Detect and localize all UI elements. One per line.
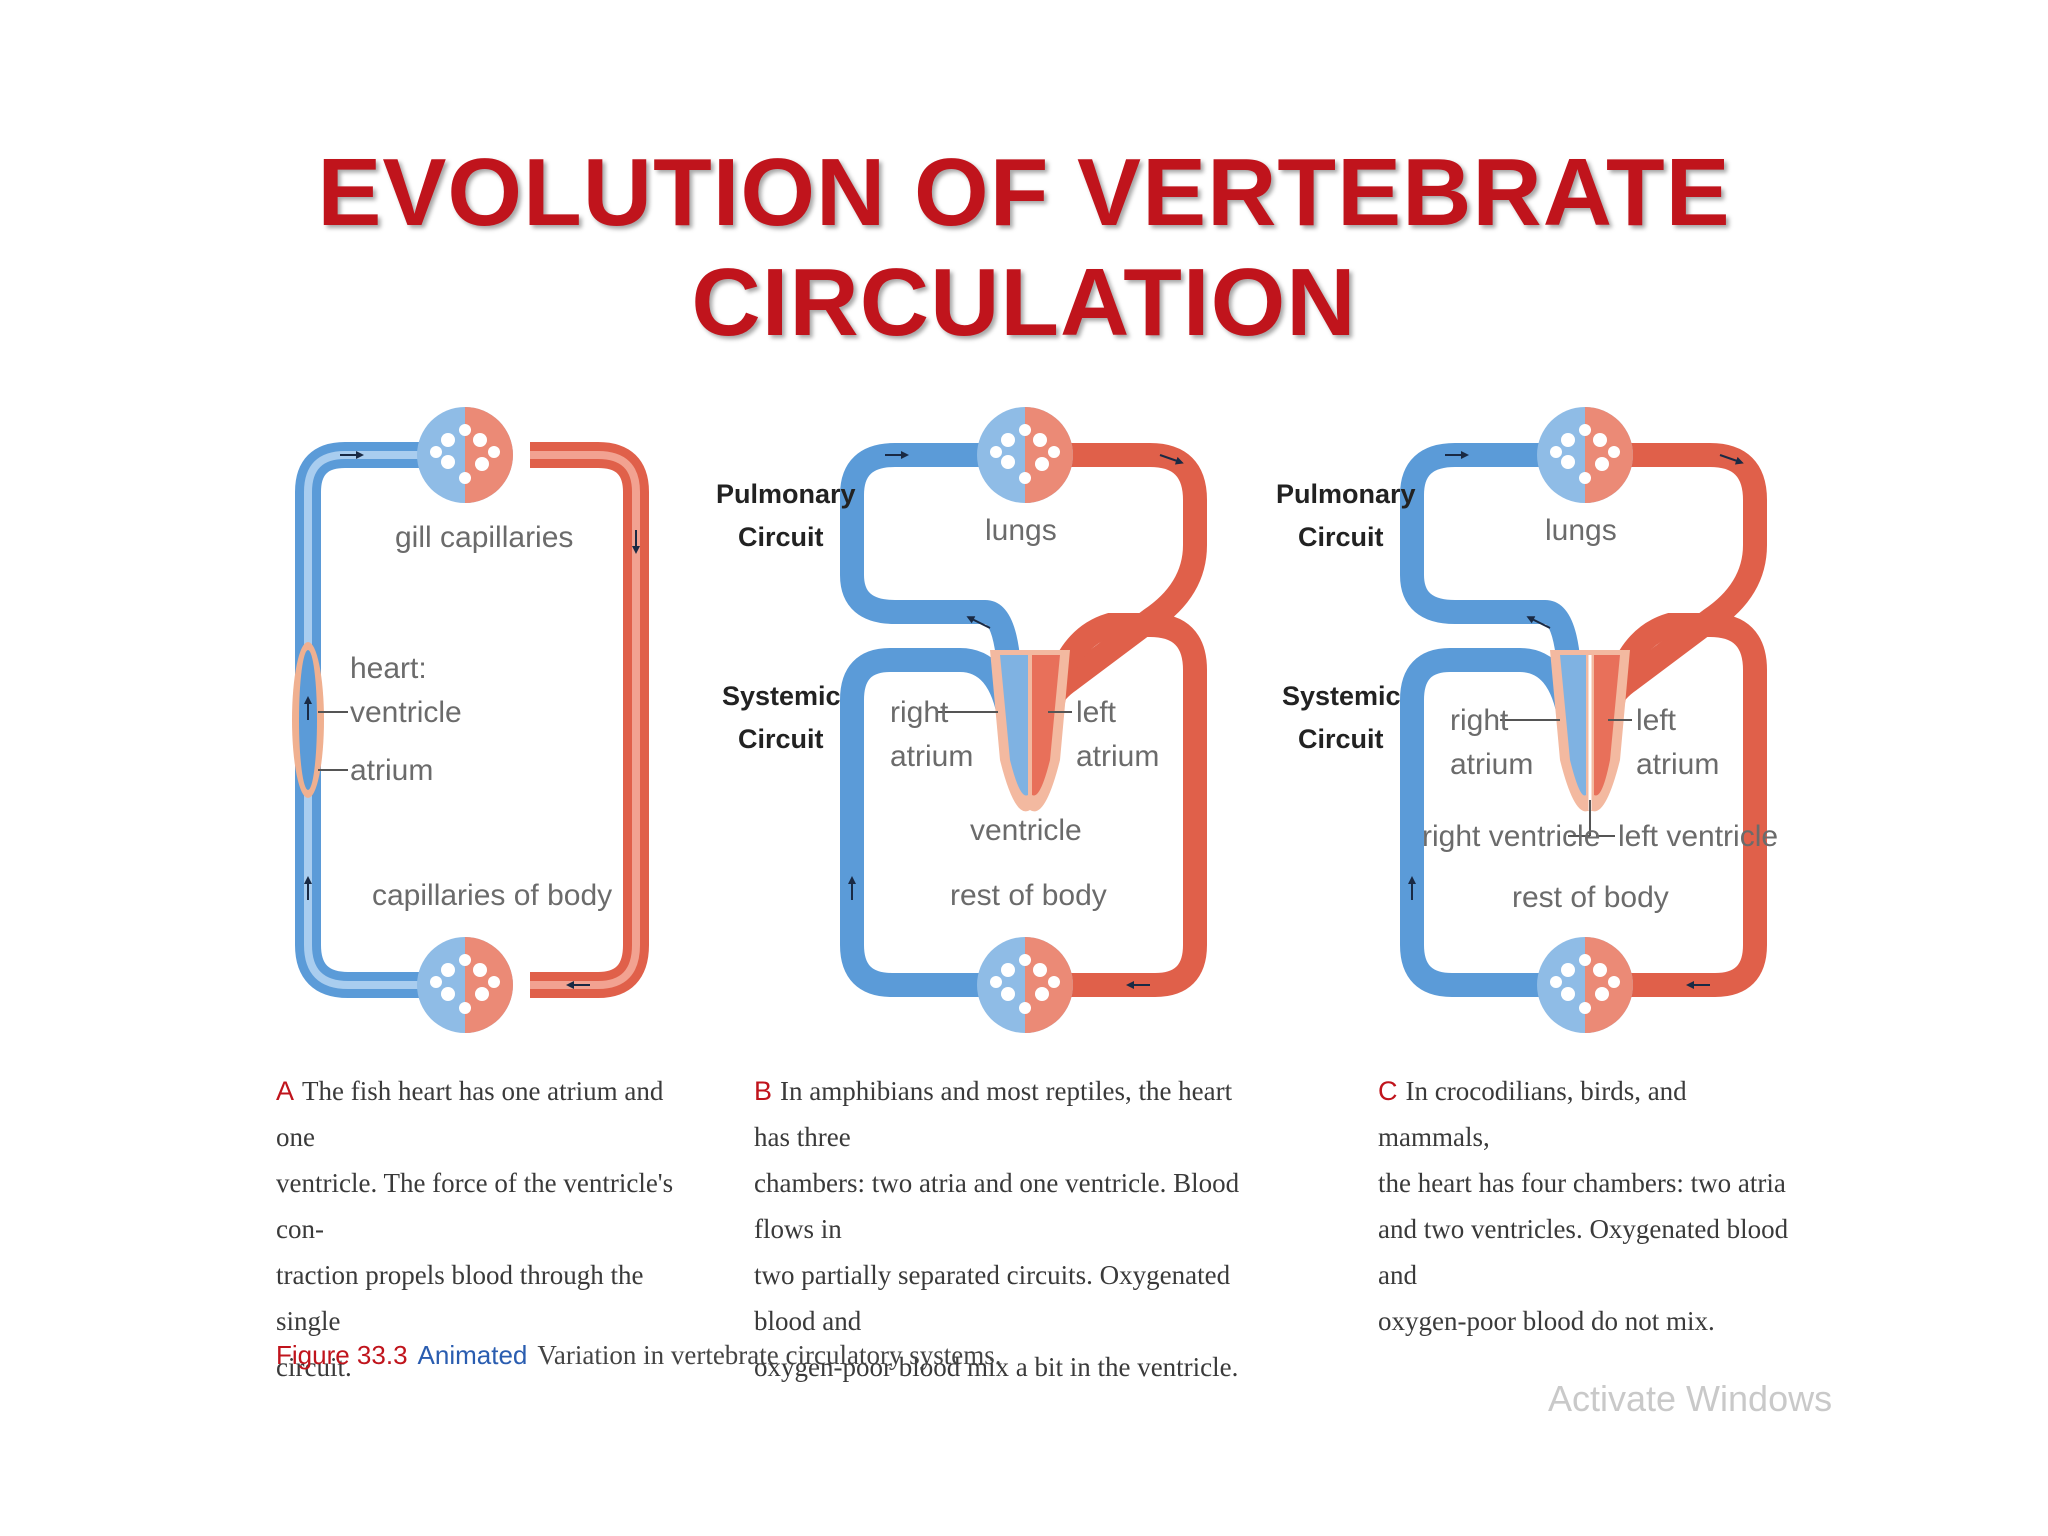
panel-b-lung-capillary-bed: [977, 407, 1073, 503]
animated-link[interactable]: Animated: [417, 1340, 528, 1370]
panel-c-pulmonary-oxygen-poor-vessel: [1400, 443, 1582, 701]
caption-line: oxygen-poor blood mix a bit in the ventr…: [754, 1352, 1239, 1382]
panel-b-systemic-circuit-label: Circuit: [738, 724, 824, 754]
panel-a-caption-letter: A: [276, 1076, 295, 1106]
caption-line: the heart has four chambers: two atria: [1378, 1168, 1786, 1198]
panel-c-systemic-circuit-label: Circuit: [1298, 724, 1384, 754]
caption-line: circuit.: [276, 1352, 352, 1382]
atrium-label: atrium: [350, 754, 433, 787]
figure-description: Variation in vertebrate circulatory syst…: [537, 1340, 1002, 1370]
panel-a-diagram: gill capillaries heart: ventricle atrium…: [292, 407, 649, 1033]
caption-line: chambers: two atria and one ventricle. B…: [754, 1168, 1240, 1244]
caption-line: ventricle. The force of the ventricle's …: [276, 1168, 674, 1244]
caption-line: The fish heart has one atrium and one: [276, 1076, 664, 1152]
figure-number: Figure 33.3: [276, 1340, 408, 1370]
ventricle-label: ventricle: [350, 696, 462, 729]
panel-c-pulmonary-label: Pulmonary: [1276, 479, 1416, 509]
panel-c-left-atrium-label: left: [1636, 704, 1677, 737]
panel-b-systemic-oxygenated-vessel: [1038, 613, 1207, 997]
heart-label: heart:: [350, 652, 427, 685]
panel-c-systemic-label: Systemic: [1282, 681, 1401, 711]
caption-line: oxygen-poor blood do not mix.: [1378, 1306, 1715, 1336]
caption-line: In amphibians and most reptiles, the hea…: [754, 1076, 1233, 1152]
panel-c-right-ventricle-label: right ventricle: [1422, 820, 1600, 853]
caption-line: and two ventricles. Oxygenated blood and: [1378, 1214, 1789, 1290]
panel-b-caption-letter: B: [754, 1076, 773, 1106]
panel-b-flow-arrow: [1159, 454, 1184, 465]
activate-windows-watermark: Activate Windows: [1548, 1378, 1833, 1419]
panel-b-pulmonary-circuit-label: Circuit: [738, 522, 824, 552]
panel-c-left-atrium-label-2: atrium: [1636, 748, 1719, 781]
panel-c-right-atrium-label-2: atrium: [1450, 748, 1533, 781]
gill-capillaries-label: gill capillaries: [395, 521, 573, 554]
panel-b-left-atrium-label-2: atrium: [1076, 740, 1159, 773]
panel-c-lungs-label: lungs: [1545, 514, 1617, 547]
panel-c-rest-of-body-label: rest of body: [1512, 881, 1669, 914]
panel-c-systemic-oxygen-poor-vessel: [1400, 648, 1582, 997]
panel-a-gill-capillary-bed: [417, 407, 513, 503]
panel-c-flow-arrow: [1719, 454, 1744, 465]
capillaries-of-body-label: capillaries of body: [372, 879, 612, 912]
panel-a-body-capillary-bed: [417, 937, 513, 1033]
panel-b-pulmonary-oxygen-poor-vessel: [840, 443, 1022, 701]
caption-line: In crocodilians, birds, and mammals,: [1378, 1076, 1687, 1152]
panel-c-pulmonary-circuit-label: Circuit: [1298, 522, 1384, 552]
panel-b-body-capillary-bed: [977, 937, 1073, 1033]
panel-b-systemic-oxygen-poor-vessel: [840, 648, 1022, 997]
panel-b-pulmonary-label: Pulmonary: [716, 479, 856, 509]
panel-b-systemic-label: Systemic: [722, 681, 841, 711]
panel-b-ventricle-label: ventricle: [970, 814, 1082, 847]
panel-b-flow-arrow: [966, 616, 991, 629]
panel-b-diagram: Pulmonary Circuit Systemic Circuit lungs…: [716, 407, 1207, 1033]
panel-b-right-atrium-label-2: atrium: [890, 740, 973, 773]
panel-c-body-capillary-bed: [1537, 937, 1633, 1033]
panel-c-systemic-oxygenated-vessel: [1598, 613, 1767, 997]
slide-title: EVOLUTION OF VERTEBRATE CIRCULATION: [317, 139, 1731, 356]
panel-b-right-atrium-label: right: [890, 696, 949, 729]
panel-c-caption-letter: C: [1378, 1076, 1398, 1106]
panel-b-lungs-label: lungs: [985, 514, 1057, 547]
panel-c-lung-capillary-bed: [1537, 407, 1633, 503]
panel-c-diagram: Pulmonary Circuit Systemic Circuit lungs…: [1276, 407, 1778, 1033]
panel-c-left-ventricle-label: left ventricle: [1618, 820, 1778, 853]
figure-caption: Figure 33.3 Animated Variation in vertebra…: [276, 1340, 1001, 1371]
caption-line: two partially separated circuits. Oxygen…: [754, 1260, 1231, 1336]
caption-line: traction propels blood through the singl…: [276, 1260, 644, 1336]
panel-c-flow-arrow: [1526, 616, 1551, 629]
panel-c-right-atrium-label: right: [1450, 704, 1509, 737]
panel-b-left-atrium-label: left: [1076, 696, 1117, 729]
panel-b-rest-of-body-label: rest of body: [950, 879, 1107, 912]
